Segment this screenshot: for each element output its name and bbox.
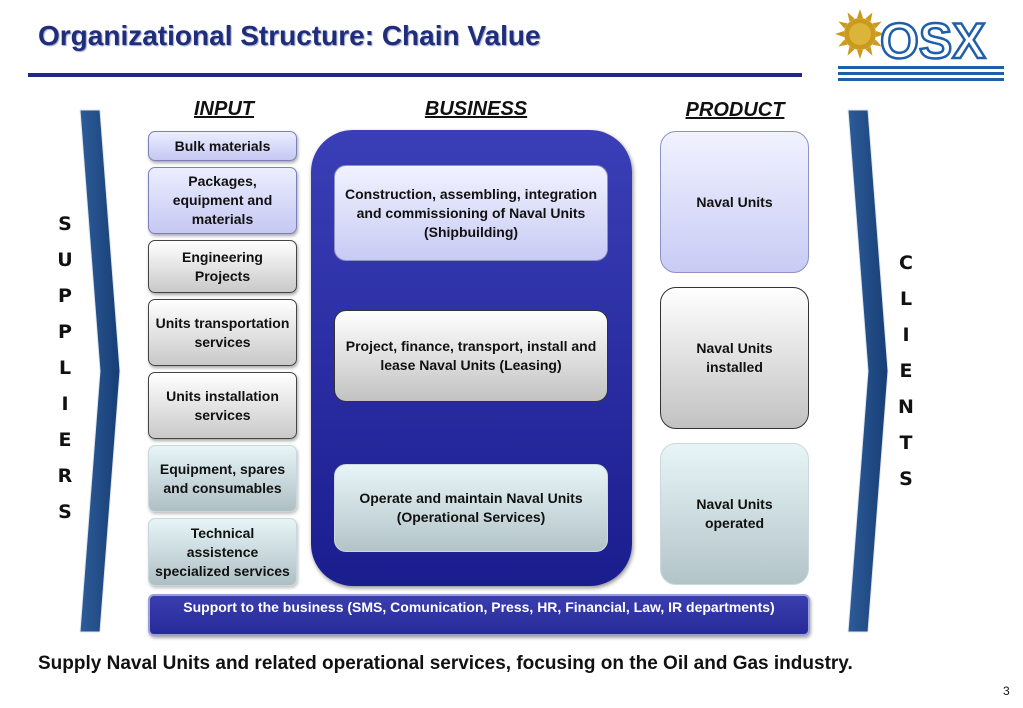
page-title: Organizational Structure: Chain Value — [38, 20, 541, 51]
business-operational-services: Operate and maintain Naval Units (Operat… — [334, 464, 608, 552]
logo-stripes — [838, 66, 1004, 81]
product-naval-units-installed: Naval Units installed — [660, 287, 809, 429]
suppliers-letter: I — [61, 393, 69, 415]
suppliers-letter: R — [57, 465, 73, 487]
osx-logo: OSX — [832, 6, 1010, 86]
input-bulk-materials: Bulk materials — [148, 131, 297, 161]
summary-statement: Supply Naval Units and related operation… — [38, 653, 853, 674]
business-leasing: Project, finance, transport, install and… — [334, 310, 608, 402]
clients-chevron — [847, 109, 889, 633]
business-shipbuilding: Construction, assembling, integration an… — [334, 165, 608, 261]
suppliers-letter: L — [58, 357, 72, 379]
input-packages-equipment: Packages, equipment and materials — [148, 167, 297, 234]
input-header: INPUT — [194, 98, 254, 120]
sun-icon — [835, 9, 885, 59]
clients-letter: E — [899, 360, 913, 382]
product-naval-units: Naval Units — [660, 131, 809, 273]
product-header: PRODUCT — [685, 99, 785, 121]
page-number: 3 — [1003, 684, 1010, 698]
clients-letter: S — [899, 468, 913, 490]
input-engineering-projects: Engineering Projects — [148, 240, 297, 293]
input-units-transportation: Units transportation services — [148, 299, 297, 366]
logo-text: OSX — [880, 13, 986, 69]
suppliers-letter: P — [58, 321, 72, 343]
clients-letter: C — [899, 252, 913, 274]
product-naval-units-operated: Naval Units operated — [660, 443, 809, 585]
suppliers-letter: S — [58, 213, 72, 235]
input-units-installation: Units installation services — [148, 372, 297, 439]
title-divider — [28, 73, 802, 77]
business-header: BUSINESS — [424, 98, 528, 120]
clients-label: C L I E N T S — [895, 252, 917, 490]
clients-letter: T — [899, 432, 913, 454]
input-equipment-spares: Equipment, spares and consumables — [148, 445, 297, 512]
suppliers-letter: P — [58, 285, 72, 307]
suppliers-letter: S — [58, 501, 72, 523]
support-bar: Support to the business (SMS, Comunicati… — [148, 594, 810, 636]
suppliers-chevron — [79, 109, 121, 633]
suppliers-label: S U P P L I E R S — [54, 213, 76, 523]
clients-letter: N — [898, 396, 914, 418]
input-technical-assistance: Technical assistence specialized service… — [148, 518, 297, 586]
suppliers-letter: U — [57, 249, 73, 271]
osx-logo-graphic: OSX — [835, 9, 1004, 81]
clients-letter: L — [899, 288, 913, 310]
clients-letter: I — [902, 324, 910, 346]
suppliers-letter: E — [58, 429, 72, 451]
